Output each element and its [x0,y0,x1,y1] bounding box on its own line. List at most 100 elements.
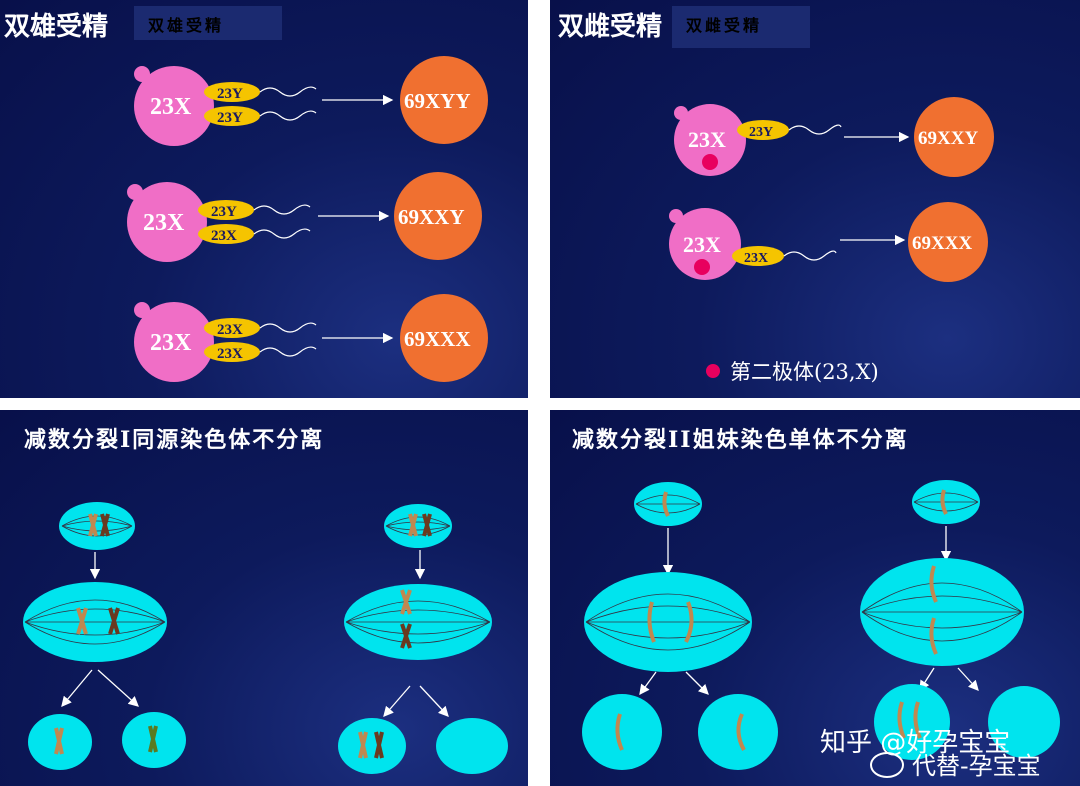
chromosome [913,701,922,739]
panel-title: 双雌受精 [558,12,663,42]
zygote-label: 69XXX [404,327,471,351]
egg-label: 23X [683,232,721,257]
chromosome [662,491,670,517]
panel-meiosis-2: 减数分裂II姐妹染色单体不分离 [550,410,1080,786]
arrow [61,669,93,707]
egg-cell [127,182,207,262]
sperm-tail [259,86,317,97]
sperm-label: 23X [211,228,237,244]
weibo-icon [870,752,904,778]
chromosome [897,701,906,739]
daughter-cell [874,684,950,760]
daughter-cell [338,718,406,774]
sperm-tail [253,228,311,239]
spindle [24,599,166,645]
chromosome [400,589,412,615]
chromosome [374,731,384,759]
panel-digyny: 23X 23Y 69XXY 23X 23X 69XXX 双雌受精 双雌受精 第二… [550,0,1080,398]
zygote-label: 69XXY [918,128,978,149]
sperm-tail [788,124,842,135]
spindle [585,593,751,651]
chromosome [929,565,938,603]
cell [384,504,452,548]
arrow [957,667,979,691]
panel-title: 减数分裂II姐妹染色单体不分离 [572,427,909,453]
chromosome [358,731,368,759]
sperm-tail [259,322,317,333]
panel-meiosis-1: 减数分裂I同源染色体不分离 [0,410,528,786]
legend-label: 第二极体(23,X) [730,360,879,384]
daughter-cell [582,694,662,770]
zygote-label: 69XXX [912,233,972,254]
chromosome [108,607,120,635]
spindle [345,600,491,644]
panel-title: 双雄受精 [4,12,109,42]
panel-title: 减数分裂I同源染色体不分离 [24,427,325,453]
zygote [914,97,994,177]
zygote [400,56,488,144]
watermark-line1: 知乎 @好孕宝宝 [820,728,1011,758]
sperm-head [737,120,789,140]
arrow [419,685,449,717]
watermark-line2: 代替-孕宝宝 [912,752,1041,780]
cell [59,502,135,550]
zygote [400,294,488,382]
egg-cell [134,302,214,382]
zygote [394,172,482,260]
polar-body-icon [706,364,720,378]
chromosome [400,623,412,649]
digyny-diagram: 23X 23Y 69XXY 23X 23X 69XXX [669,97,994,282]
chromosome [408,513,418,537]
chromosome [54,727,64,755]
panel-dispermy: 23X 23Y 23Y 69XYY 23X 23Y 23X 69XXY 23X … [0,0,528,398]
arrow [97,669,139,707]
chromosome [647,601,656,643]
meiosis-2-diagram [582,480,1060,770]
sperm-head [204,106,260,126]
title-box: 双雌受精 [672,6,810,48]
legend: 第二极体(23,X) [706,356,879,386]
chromosome [615,713,624,751]
sperm-label: 23X [217,346,243,362]
daughter-cell [988,686,1060,758]
egg-label: 23X [150,94,192,120]
egg-label: 23X [143,210,185,236]
sperm-label: 23X [744,251,768,266]
chromosome [148,725,158,753]
arrow [639,671,657,696]
chromosome [940,489,948,515]
sperm-label: 23Y [749,125,773,140]
sperm-tail [259,110,317,121]
egg-cell [674,104,746,176]
daughter-cell [436,718,508,774]
zygote [908,202,988,282]
meiosis-1-diagram [23,502,508,774]
sperm-tail [783,250,837,261]
arrow [685,671,709,695]
sperm-label: 23X [217,322,243,338]
egg-cell [134,66,214,146]
spindle [385,516,451,536]
chromosome [88,513,98,537]
egg-label: 23X [150,330,192,356]
sperm-tail [253,204,311,215]
zygote-label: 69XXY [398,205,465,229]
sperm-tail [259,346,317,357]
sperm-head [198,224,254,244]
chromosome [684,601,694,643]
sperm-label: 23Y [217,86,243,102]
egg-label: 23X [688,127,726,152]
sperm-label: 23Y [217,110,243,126]
title-box: 双雄受精 [134,6,282,40]
chromosome [929,617,938,655]
second-polar-body [702,154,718,170]
sperm-head [732,246,784,266]
chromosome [422,513,432,537]
chromosome [736,713,746,751]
chromosome [100,513,110,537]
zygote-label: 69XYY [404,89,471,113]
egg-cell [669,208,741,280]
arrow [383,685,411,717]
dispermy-diagram: 23X 23Y 23Y 69XYY 23X 23Y 23X 69XXY 23X … [127,56,488,382]
chromosome [76,607,88,635]
